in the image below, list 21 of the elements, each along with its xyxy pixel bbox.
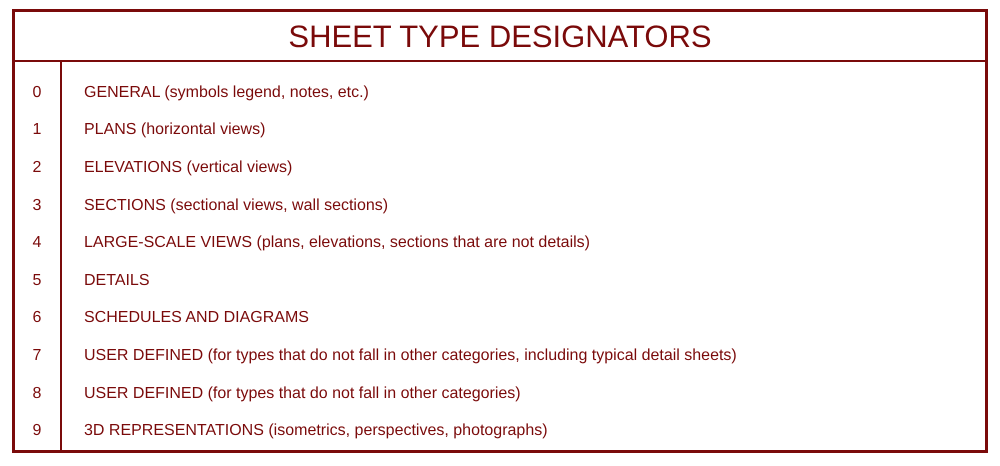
row-number: 7 <box>32 346 42 366</box>
row-number: 6 <box>32 308 42 328</box>
row-description: PLANS (horizontal views) <box>84 120 266 140</box>
row-description: DETAILS <box>84 270 150 291</box>
row-description: 3D REPRESENTATIONS (isometrics, perspectives, photographs) <box>84 421 548 442</box>
row-number: 8 <box>32 384 42 404</box>
row-number: 5 <box>32 270 42 291</box>
row-number: 1 <box>32 120 42 140</box>
row-number: 3 <box>32 196 42 216</box>
row-number: 4 <box>32 233 42 254</box>
row-number: 2 <box>32 158 42 178</box>
row-number: 9 <box>32 421 42 442</box>
row-description: ELEVATIONS (vertical views) <box>84 158 292 178</box>
row-description: LARGE-SCALE VIEWS (plans, elevations, sections that are not details) <box>84 233 590 254</box>
row-description: SECTIONS (sectional views, wall sections) <box>84 196 388 216</box>
row-description: SCHEDULES AND DIAGRAMS <box>84 308 309 328</box>
row-description: GENERAL (symbols legend, notes, etc.) <box>84 82 369 103</box>
row-description: USER DEFINED (for types that do not fall in other categories, including typical detail sheets) <box>84 346 737 366</box>
row-description: USER DEFINED (for types that do not fall in other categories) <box>84 384 521 404</box>
table-title: SHEET TYPE DESIGNATORS <box>15 12 985 62</box>
row-number: 0 <box>32 82 42 103</box>
